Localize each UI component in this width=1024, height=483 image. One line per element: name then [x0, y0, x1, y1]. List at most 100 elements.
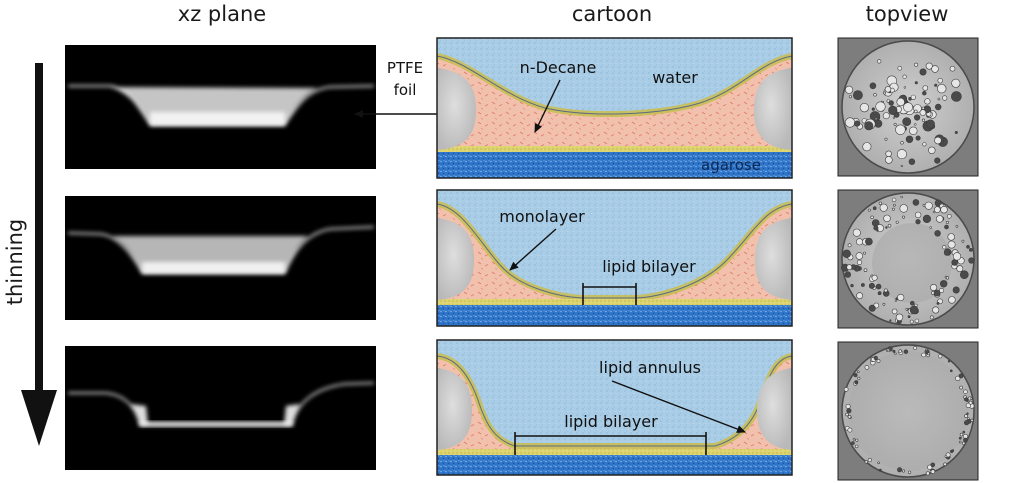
droplet [868, 282, 875, 289]
droplet [882, 91, 886, 95]
ptfe-right-1 [754, 68, 792, 150]
droplet [921, 352, 926, 358]
droplet [963, 437, 968, 443]
title-cartoon: cartoon [572, 2, 652, 26]
droplet [887, 223, 892, 228]
droplet [876, 359, 881, 363]
droplet [855, 252, 863, 260]
droplet [914, 211, 922, 219]
droplet [948, 296, 956, 304]
droplet [879, 203, 888, 212]
ptfe-left-2 [437, 218, 474, 300]
droplet [934, 199, 942, 207]
xz-panel-2 [65, 196, 376, 320]
ptfe-label-line2: foil [394, 81, 417, 99]
droplet [907, 470, 912, 474]
droplet [845, 412, 849, 417]
ptfe-label-line1: PTFE [387, 59, 423, 77]
droplet [893, 122, 897, 126]
label-water: water [652, 68, 698, 87]
droplet [872, 206, 877, 210]
droplet [865, 237, 873, 246]
droplet [962, 430, 966, 434]
droplet [902, 74, 907, 79]
droplet [944, 224, 949, 230]
droplet [851, 441, 855, 445]
droplet [897, 293, 905, 302]
droplet [842, 249, 851, 259]
droplet [847, 243, 852, 248]
droplet [910, 94, 916, 100]
droplet [929, 315, 934, 320]
droplet [878, 468, 882, 472]
droplet [961, 239, 965, 243]
droplet [942, 245, 947, 250]
droplet [928, 146, 936, 155]
droplet [925, 62, 933, 70]
droplet [877, 461, 881, 465]
droplet [894, 299, 897, 302]
lipid-bottom-2 [437, 299, 792, 305]
droplet [873, 93, 877, 97]
droplet [930, 283, 938, 291]
droplet [955, 225, 959, 228]
droplet [903, 86, 907, 89]
xz-panel-1 [65, 45, 376, 169]
title-xz-plane: xz plane [178, 2, 266, 26]
droplet [909, 319, 914, 324]
droplet [852, 437, 856, 441]
droplet [934, 136, 942, 145]
droplet [951, 449, 955, 452]
droplet [864, 121, 874, 131]
droplet [915, 135, 921, 141]
droplet [897, 467, 903, 473]
droplet [931, 65, 939, 73]
label-n-decane: n-Decane [520, 58, 597, 77]
droplet [914, 62, 919, 67]
cartoon-panel-3: lipid annulus lipid bilayer [436, 339, 793, 476]
droplet [925, 119, 935, 129]
agarose-layer-1 [437, 150, 792, 178]
droplet [883, 214, 891, 223]
topview-panel-1 [837, 37, 979, 177]
label-lipid-bilayer-2: lipid bilayer [602, 257, 696, 276]
droplet [863, 268, 868, 273]
droplet [847, 427, 853, 433]
droplet [864, 365, 870, 370]
label-lipid-annulus: lipid annulus [599, 358, 701, 377]
ptfe-right-3 [757, 368, 792, 450]
droplet [919, 68, 927, 76]
agarose-layer-3 [437, 453, 792, 475]
droplet [896, 149, 907, 160]
droplet [940, 206, 948, 214]
droplet [954, 131, 958, 135]
droplet [843, 387, 849, 392]
droplet [952, 286, 960, 294]
decane-region-1 [437, 56, 792, 150]
n-decane-arrow [534, 79, 561, 133]
droplet [907, 315, 911, 319]
bilayer-bracket-2 [582, 283, 637, 305]
droplet [951, 91, 962, 102]
droplet [855, 438, 859, 442]
droplet [927, 352, 931, 356]
droplet [894, 352, 897, 355]
droplet [912, 199, 920, 206]
droplet [885, 226, 888, 229]
droplet [874, 117, 878, 121]
droplet [875, 283, 882, 290]
droplet [882, 302, 886, 306]
ptfe-left-3 [437, 368, 472, 450]
droplet [913, 114, 921, 121]
droplet [844, 117, 856, 128]
droplet [902, 117, 912, 126]
droplet [952, 252, 962, 261]
droplet [947, 360, 951, 363]
droplet [891, 207, 895, 211]
droplet [869, 111, 881, 122]
lipid-bottom-1 [437, 146, 792, 152]
droplet [869, 82, 877, 90]
droplet [903, 349, 909, 354]
droplet [878, 201, 883, 206]
